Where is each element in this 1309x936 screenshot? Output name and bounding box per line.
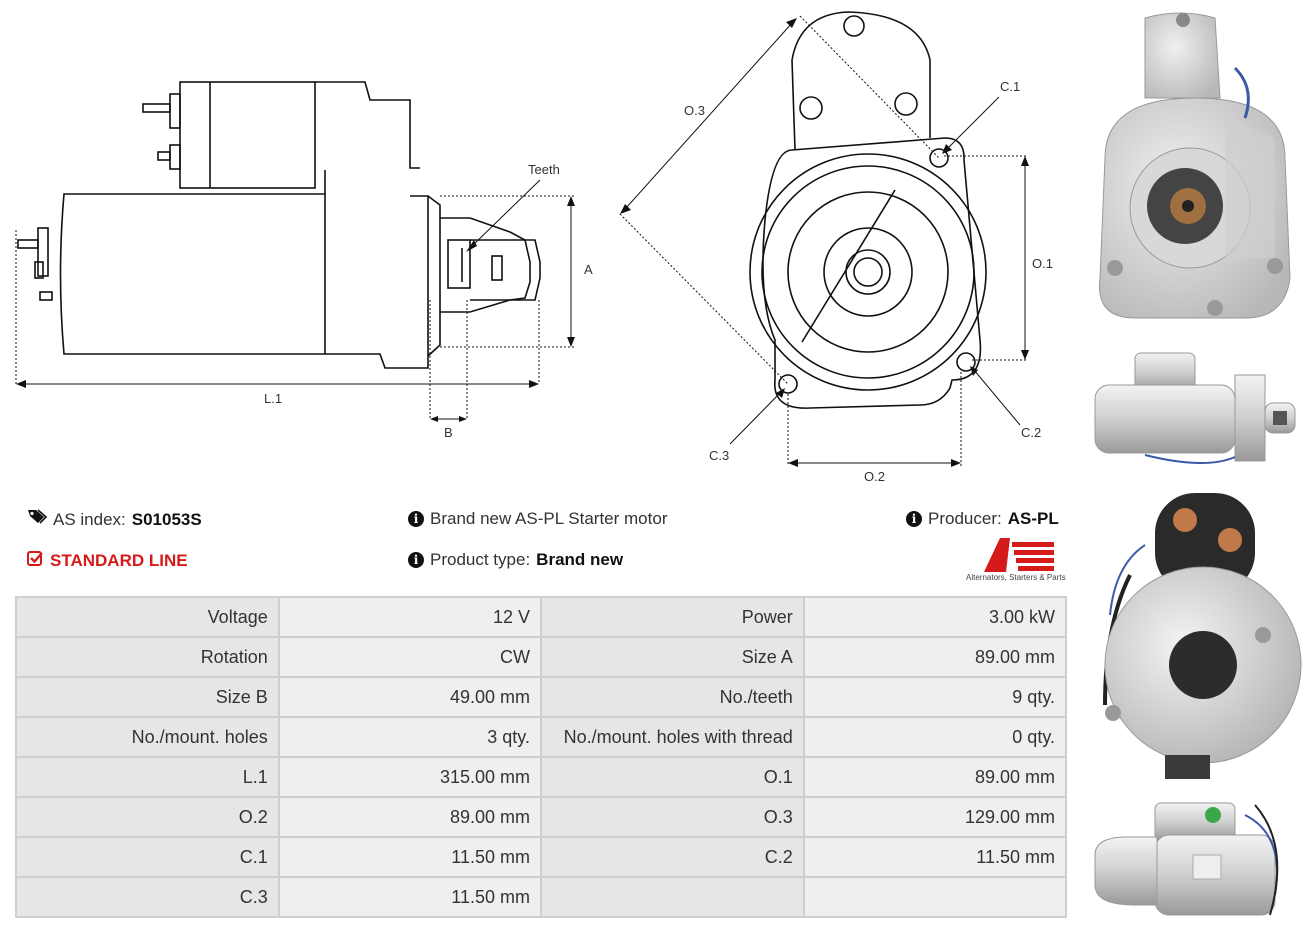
spec-value: 3 qty.	[279, 718, 540, 756]
tag-icon	[27, 509, 48, 530]
spec-value: 89.00 mm	[279, 798, 540, 836]
spec-value: 3.00 kW	[804, 598, 1065, 636]
as-index-value: S01053S	[131, 509, 202, 529]
description: i Brand new AS-PL Starter motor	[408, 509, 667, 529]
product-photo-front	[1098, 12, 1291, 319]
spec-label: Rotation	[17, 638, 278, 676]
dim-c2-label: C.2	[1021, 425, 1041, 440]
spec-label: No./teeth	[541, 678, 803, 716]
dim-o2-label: O.2	[864, 469, 885, 484]
spec-value: 11.50 mm	[279, 838, 540, 876]
dim-l1-label: L.1	[264, 391, 282, 406]
info-icon: i	[906, 511, 922, 527]
spec-value: 89.00 mm	[804, 638, 1065, 676]
producer: i Producer: AS-PL	[906, 509, 1059, 529]
spec-value: 49.00 mm	[279, 678, 540, 716]
spec-label: C.3	[17, 878, 278, 916]
spec-label: O.3	[541, 798, 803, 836]
product-type-label: Product type:	[430, 550, 531, 569]
spec-value: 11.50 mm	[804, 838, 1065, 876]
producer-value: AS-PL	[1007, 509, 1059, 528]
spec-label	[541, 878, 803, 916]
check-square-icon	[27, 550, 44, 572]
product-photo-side-bottom	[1094, 802, 1279, 916]
spec-label: O.2	[17, 798, 278, 836]
info-icon: i	[408, 511, 424, 527]
spec-value: CW	[279, 638, 540, 676]
spec-value: 129.00 mm	[804, 798, 1065, 836]
teeth-label: Teeth	[528, 162, 560, 177]
standard-line: STANDARD LINE	[27, 550, 188, 572]
spec-label: No./mount. holes with thread	[541, 718, 803, 756]
producer-label: Producer:	[928, 509, 1002, 528]
spec-label: C.2	[541, 838, 803, 876]
spec-label: C.1	[17, 838, 278, 876]
spec-value: 11.50 mm	[279, 878, 540, 916]
dim-c3-label: C.3	[709, 448, 729, 463]
standard-line-label: STANDARD LINE	[50, 551, 188, 570]
spec-value: 9 qty.	[804, 678, 1065, 716]
spec-value: 0 qty.	[804, 718, 1065, 756]
spec-label: No./mount. holes	[17, 718, 278, 756]
product-type-value: Brand new	[536, 550, 624, 569]
spec-label: Power	[541, 598, 803, 636]
spec-value: 12 V	[279, 598, 540, 636]
as-index-label: AS index:	[53, 509, 126, 529]
as-index: AS index: S01053S	[27, 509, 202, 530]
spec-value: 315.00 mm	[279, 758, 540, 796]
dim-o3-label: O.3	[684, 103, 705, 118]
dim-b-label: B	[444, 425, 453, 440]
dim-a-label: A	[584, 262, 593, 277]
product-photo-rear	[1103, 493, 1302, 779]
side-view-diagram: Teeth A L.1 B	[15, 81, 593, 440]
spec-value	[804, 878, 1065, 916]
spec-label: L.1	[17, 758, 278, 796]
spec-label: Size A	[541, 638, 803, 676]
description-text: Brand new AS-PL Starter motor	[430, 509, 668, 528]
product-type: i Product type: Brand new	[408, 550, 623, 570]
dim-o1-label: O.1	[1032, 256, 1053, 271]
spec-value: 89.00 mm	[804, 758, 1065, 796]
spec-label: Size B	[17, 678, 278, 716]
spec-label: O.1	[541, 758, 803, 796]
dim-c1-label: C.1	[1000, 79, 1020, 94]
as-pl-logo: Alternators, Starters & Parts	[966, 538, 1070, 584]
info-icon: i	[408, 552, 424, 568]
product-photo-side-top	[1094, 352, 1296, 464]
logo-tagline: Alternators, Starters & Parts	[966, 573, 1066, 582]
front-view-diagram: O.3 C.1 O.1 C.2 C.3 O.2	[619, 11, 1053, 484]
spec-label: Voltage	[17, 598, 278, 636]
